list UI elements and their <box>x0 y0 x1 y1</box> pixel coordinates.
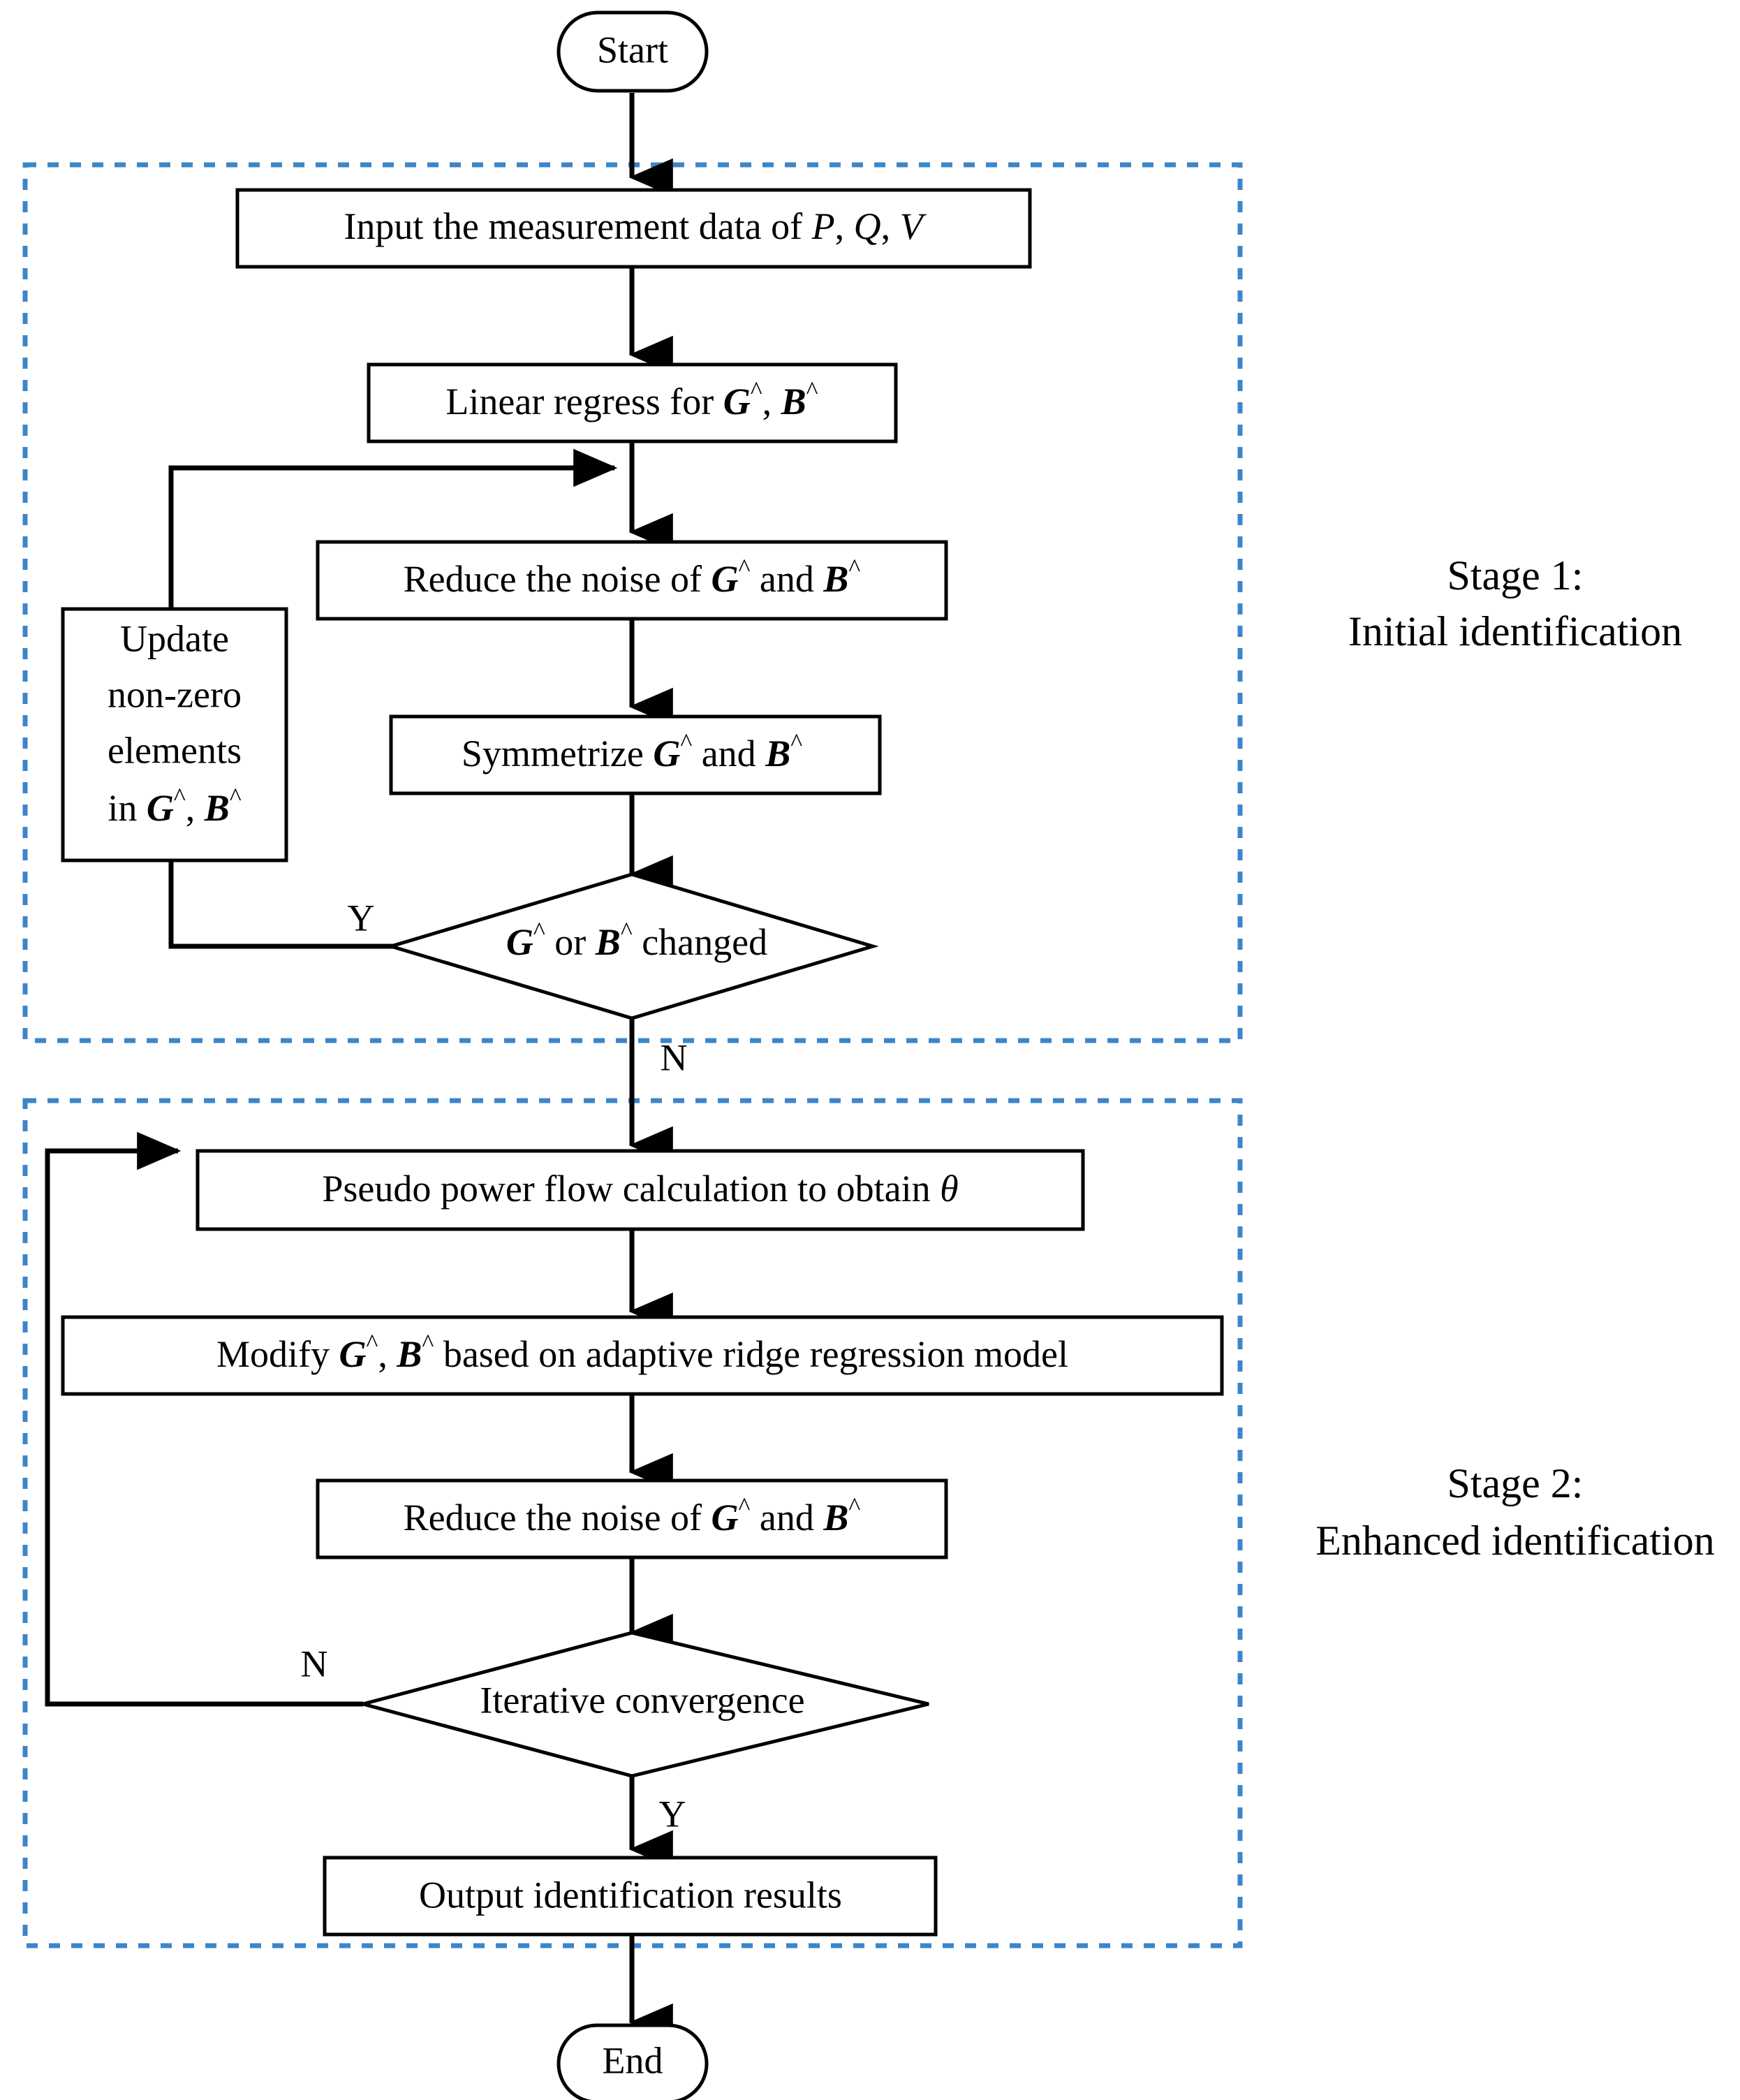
update-nonzero-line-3: elements <box>108 729 242 771</box>
node-end[interactable]: End <box>556 2023 709 2100</box>
branch-label-stage1-yes: Y <box>348 897 375 939</box>
branch-label-stage1-no: N <box>661 1036 688 1078</box>
decision-changed-label: G^ or B^ changed <box>506 917 767 963</box>
node-update-nonzero[interactable]: Update non-zero elements in G^, B^ <box>61 607 288 862</box>
input-data-label: Input the measurement data of P, Q, V <box>344 205 927 247</box>
reduce-noise-1-shape <box>316 540 948 621</box>
start-label: Start <box>597 29 668 71</box>
symmetrize-label: Symmetrize G^ and B^ <box>462 728 802 774</box>
reduce-noise-2-label: Reduce the noise of G^ and B^ <box>404 1492 861 1539</box>
linear-regress-label: Linear regress for G^, B^ <box>445 376 818 423</box>
update-nonzero-shape <box>61 607 288 862</box>
input-data-shape <box>235 188 1032 269</box>
node-reduce-noise-2[interactable]: Reduce the noise of G^ and B^ <box>316 1478 948 1559</box>
connector-decision1-yes-to-update <box>168 860 415 949</box>
node-pseudo-power-flow[interactable]: Pseudo power flow calculation to obtain … <box>196 1149 1085 1231</box>
linear-regress-shape <box>367 362 898 443</box>
decision-converge-shape <box>356 1631 929 1778</box>
node-modify-ridge[interactable]: Modify G^, B^ based on adaptive ridge re… <box>61 1315 1224 1396</box>
stage2-line-1: Stage 2: <box>1447 1460 1584 1506</box>
node-decision-changed[interactable]: G^ or B^ changed <box>385 872 879 1020</box>
pseudo-power-flow-shape <box>196 1149 1085 1231</box>
start-shape <box>556 10 709 93</box>
decision-changed-shape <box>385 872 879 1020</box>
branch-label-stage2-no: N <box>301 1643 328 1684</box>
stage2-label: Stage 2: Enhanced identification <box>1315 1460 1714 1564</box>
node-start[interactable]: Start <box>556 10 709 93</box>
stage1-line-2: Initial identification <box>1348 608 1682 654</box>
output-results-label: Output identification results <box>419 1874 842 1916</box>
node-linear-regress[interactable]: Linear regress for G^, B^ <box>367 362 898 443</box>
node-output-results[interactable]: Output identification results <box>323 1856 938 1937</box>
connector-update-to-reduce1 <box>168 448 618 609</box>
stage1-label: Stage 1: Initial identification <box>1348 552 1682 654</box>
connector-decision2-no-to-pseudo <box>45 1131 363 1707</box>
decision-converge-label: Iterative convergence <box>480 1679 804 1721</box>
node-decision-converge[interactable]: Iterative convergence <box>356 1631 929 1778</box>
reduce-noise-2-shape <box>316 1478 948 1559</box>
modify-ridge-shape <box>61 1315 1224 1396</box>
node-symmetrize[interactable]: Symmetrize G^ and B^ <box>389 714 882 795</box>
stage1-line-1: Stage 1: <box>1447 552 1584 599</box>
reduce-noise-1-label: Reduce the noise of G^ and B^ <box>404 554 861 600</box>
branch-label-stage2-yes: Y <box>659 1793 686 1835</box>
end-shape <box>556 2023 709 2100</box>
update-nonzero-line-1: Update <box>120 617 229 659</box>
pseudo-power-flow-label: Pseudo power flow calculation to obtain … <box>322 1168 958 1210</box>
update-nonzero-line-2: non-zero <box>108 673 242 715</box>
node-input-data[interactable]: Input the measurement data of P, Q, V <box>235 188 1032 269</box>
end-label: End <box>603 2039 663 2081</box>
symmetrize-shape <box>389 714 882 795</box>
update-nonzero-line-4: in G^, B^ <box>108 783 241 829</box>
output-results-shape <box>323 1856 938 1937</box>
stage2-line-2: Enhanced identification <box>1315 1518 1714 1564</box>
modify-ridge-label: Modify G^, B^ based on adaptive ridge re… <box>216 1329 1068 1375</box>
node-reduce-noise-1[interactable]: Reduce the noise of G^ and B^ <box>316 540 948 621</box>
